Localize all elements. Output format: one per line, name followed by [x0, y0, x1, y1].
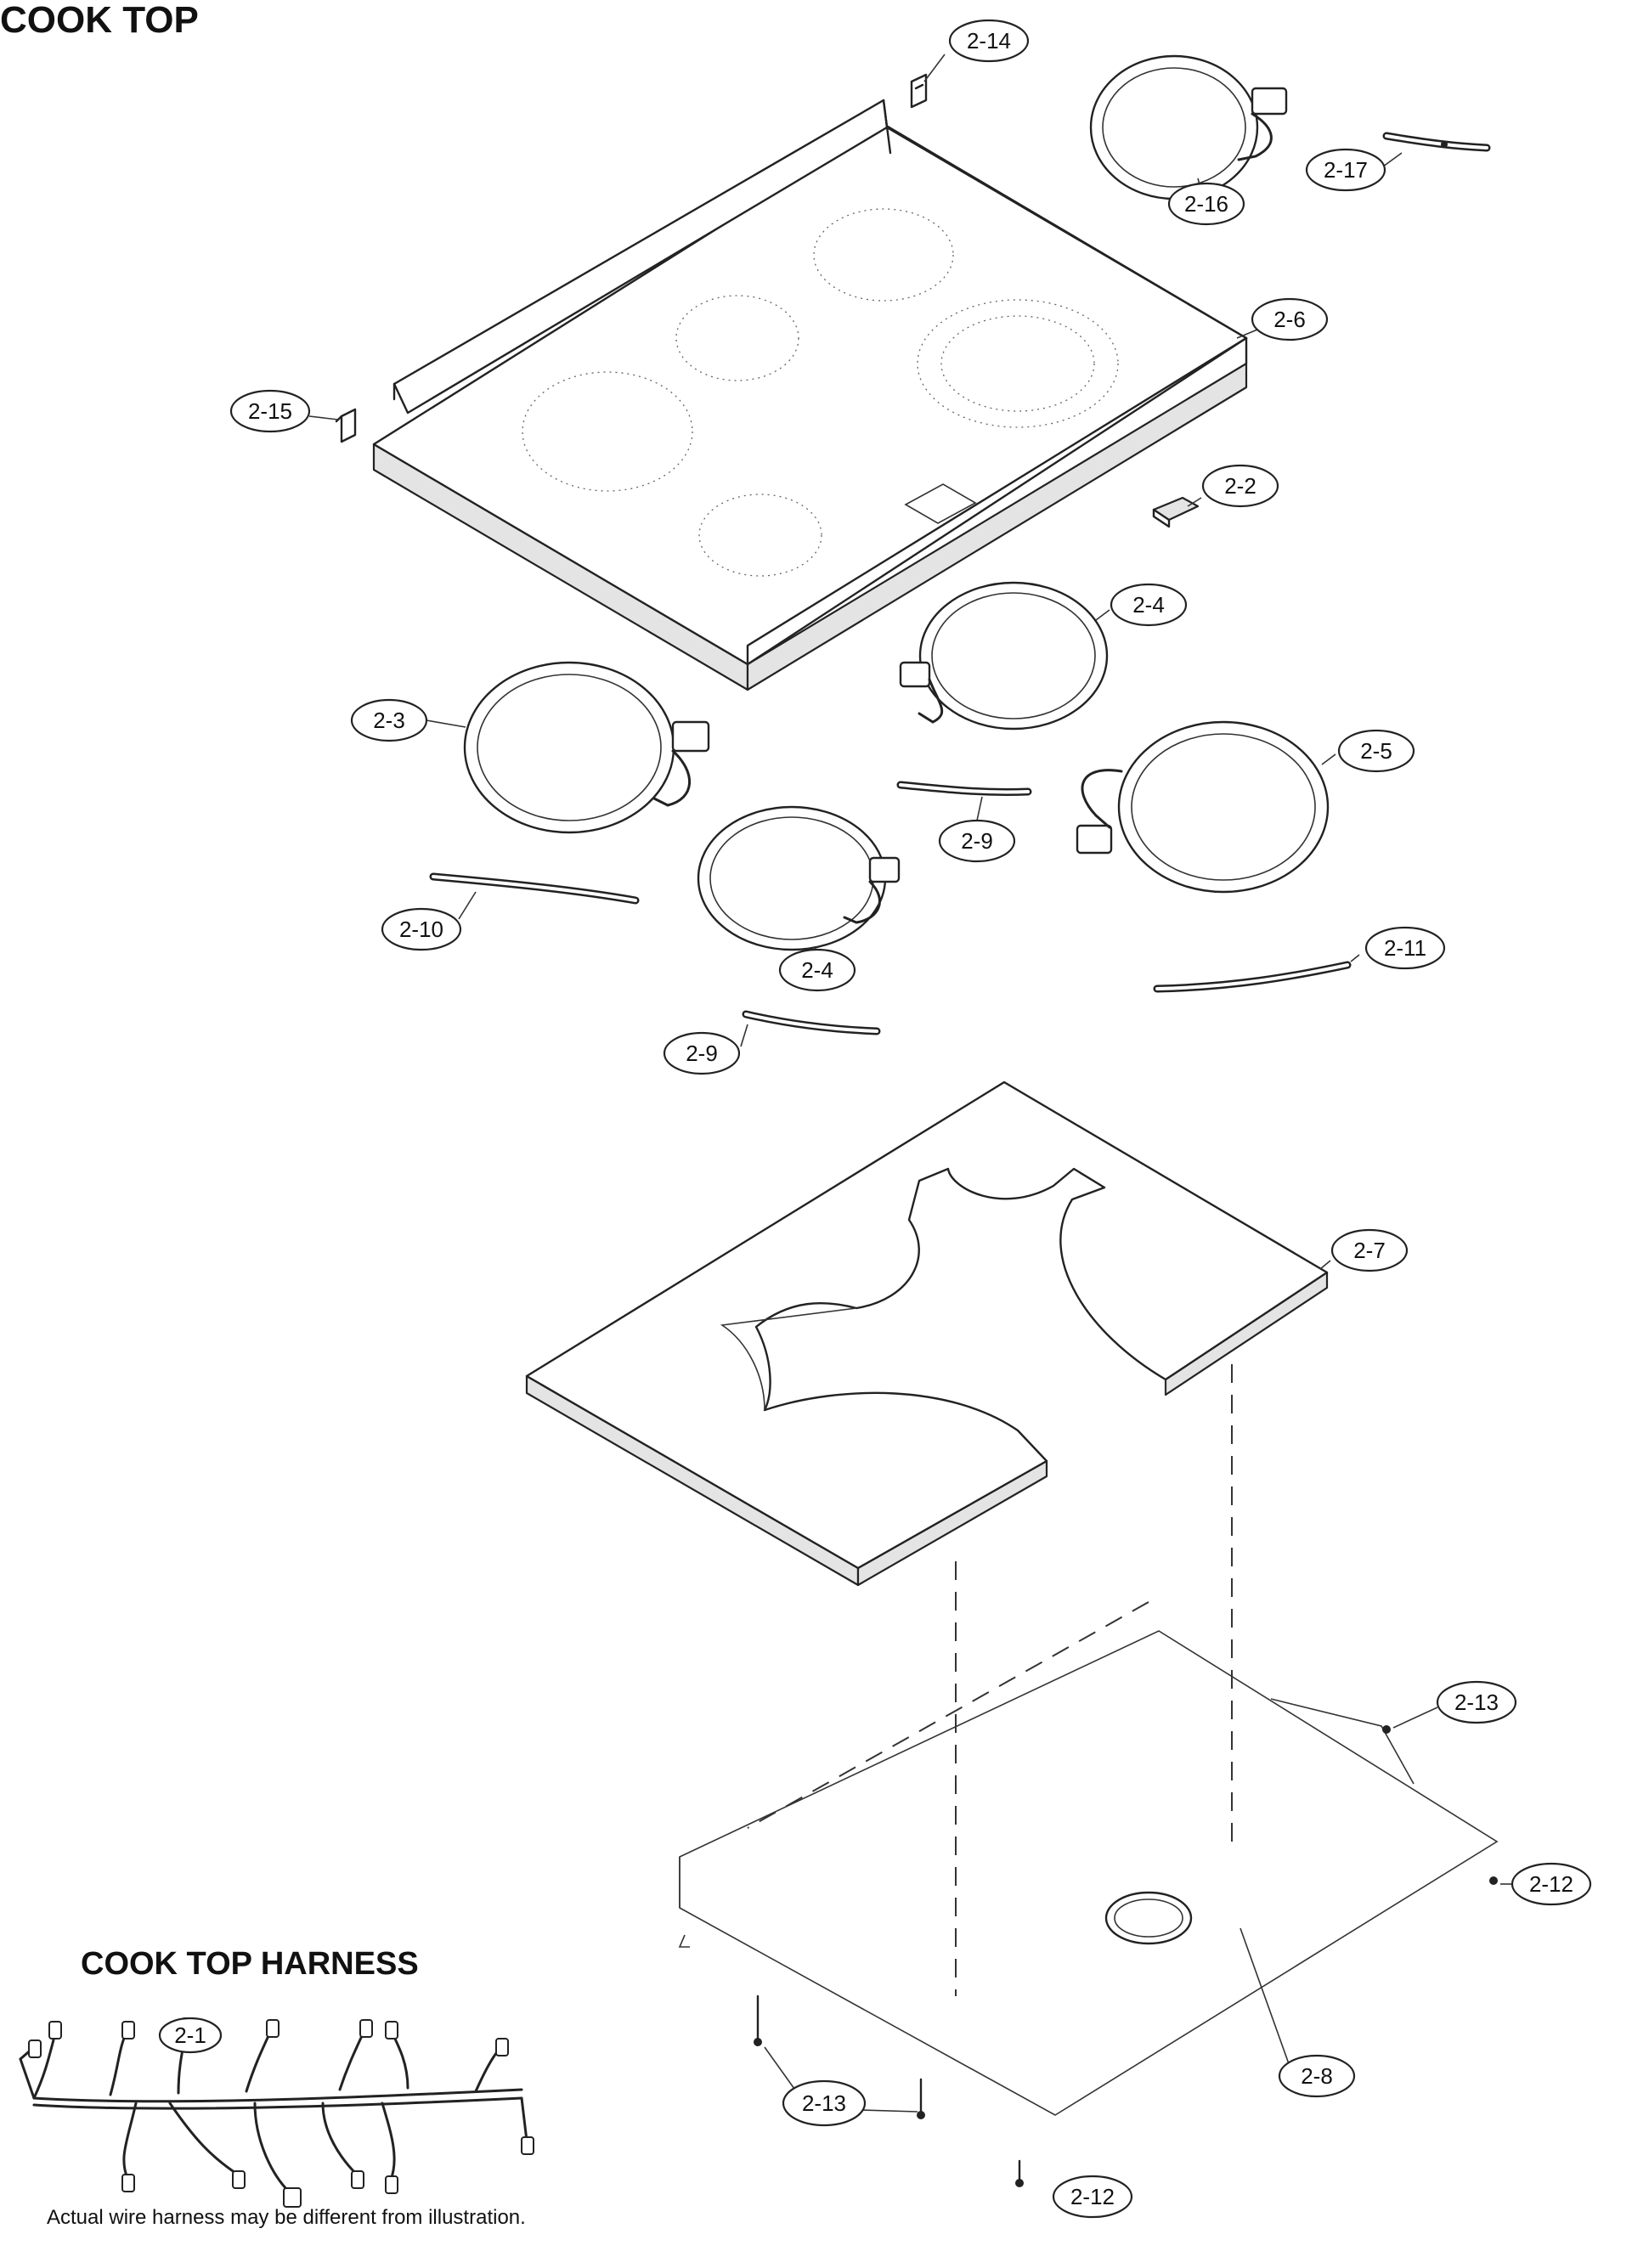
strip-2-10	[429, 872, 640, 905]
callout-2-5: 2-5	[1360, 738, 1392, 764]
heating-element-2-16	[1089, 54, 1288, 200]
harness-note: Actual wire harness may be different fro…	[47, 2206, 526, 2229]
alignment-lines	[747, 1364, 1233, 1996]
callout-2-3: 2-3	[373, 708, 405, 733]
heating-element-2-3	[463, 661, 710, 834]
callout-2-17: 2-17	[1324, 157, 1368, 183]
callout-2-12-right: 2-12	[1529, 1871, 1573, 1897]
callout-2-6: 2-6	[1273, 307, 1306, 332]
callout-2-2: 2-2	[1224, 473, 1256, 499]
screws	[754, 1725, 1498, 2187]
callout-2-13-left: 2-13	[802, 2090, 846, 2116]
harness-title: COOK TOP HARNESS	[81, 1946, 419, 1982]
callout-2-10: 2-10	[399, 917, 443, 942]
bracket-2-15	[335, 408, 357, 443]
heating-element-2-4-upper	[899, 581, 1109, 731]
wire-harness-2-1	[19, 2017, 534, 2208]
strip-2-11	[1153, 961, 1352, 993]
callouts: 2-14 2-16 2-17 2-6 2-15 2-2 2-4 2-3 2-5	[158, 19, 1592, 2219]
callout-2-13-right: 2-13	[1454, 1690, 1499, 1715]
heating-element-2-4-lower	[697, 805, 901, 951]
callout-2-11: 2-11	[1384, 935, 1426, 961]
callout-2-4-upper: 2-4	[1132, 592, 1165, 618]
callout-2-16: 2-16	[1184, 191, 1228, 217]
callout-2-9-top: 2-9	[961, 828, 993, 854]
callout-2-9-bottom: 2-9	[686, 1041, 718, 1066]
callout-2-8: 2-8	[1301, 2063, 1333, 2089]
bottom-plate-2-8	[678, 1630, 1499, 2116]
bracket-2-14	[910, 73, 928, 109]
callout-2-12-bottom: 2-12	[1070, 2184, 1115, 2209]
insulation-2-7	[525, 1080, 1329, 1587]
strip-2-17	[1382, 132, 1491, 152]
sensor-2-2	[1152, 496, 1200, 528]
callout-2-7: 2-7	[1353, 1238, 1386, 1263]
callout-2-15: 2-15	[248, 398, 292, 424]
strip-2-9-top	[896, 781, 1032, 797]
callout-2-14: 2-14	[967, 28, 1011, 54]
strip-2-9-bottom	[742, 1010, 881, 1035]
callout-2-4-lower: 2-4	[801, 957, 833, 983]
heating-element-2-5	[1076, 720, 1330, 894]
callout-2-1: 2-1	[174, 2023, 206, 2048]
page-title: COOK TOP	[0, 0, 199, 41]
cooktop-glass-part	[372, 99, 1248, 691]
